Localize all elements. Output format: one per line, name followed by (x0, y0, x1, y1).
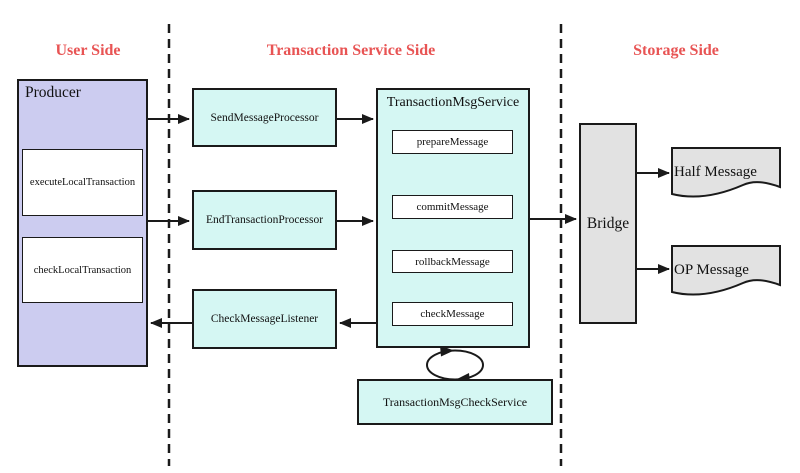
half-message-label: Half Message (674, 164, 757, 180)
execute-local-transaction-node: executeLocalTransaction (22, 149, 143, 216)
lane-header-transaction-service-side: Transaction Service Side (266, 42, 436, 59)
bridge-node: Bridge (579, 123, 637, 324)
lane-header-storage-side: Storage Side (633, 42, 719, 59)
rollback-message-node: rollbackMessage (392, 250, 513, 273)
transaction-msg-service-label: TransactionMsgService (386, 95, 520, 110)
end-transaction-processor-node: EndTransactionProcessor (192, 190, 337, 250)
loop-arrowhead-top (440, 345, 454, 357)
producer-label: Producer (25, 84, 81, 101)
check-message-listener-node: CheckMessageListener (192, 289, 337, 349)
loop-arrow (426, 349, 484, 381)
transaction-msg-service-node: TransactionMsgService prepareMessage com… (376, 88, 530, 348)
op-message-document-shape (671, 245, 781, 296)
producer-node: Producer (17, 79, 148, 367)
commit-message-node: commitMessage (392, 195, 513, 219)
check-message-node: checkMessage (392, 302, 513, 326)
send-message-processor-node: SendMessageProcessor (192, 88, 337, 147)
lane-header-user-side: User Side (55, 42, 121, 59)
check-local-transaction-node: checkLocalTransaction (22, 237, 143, 303)
transaction-msg-check-service-node: TransactionMsgCheckService (357, 379, 553, 425)
prepare-message-node: prepareMessage (392, 130, 513, 154)
half-message-document-shape (671, 147, 781, 198)
op-message-label: OP Message (674, 262, 749, 278)
